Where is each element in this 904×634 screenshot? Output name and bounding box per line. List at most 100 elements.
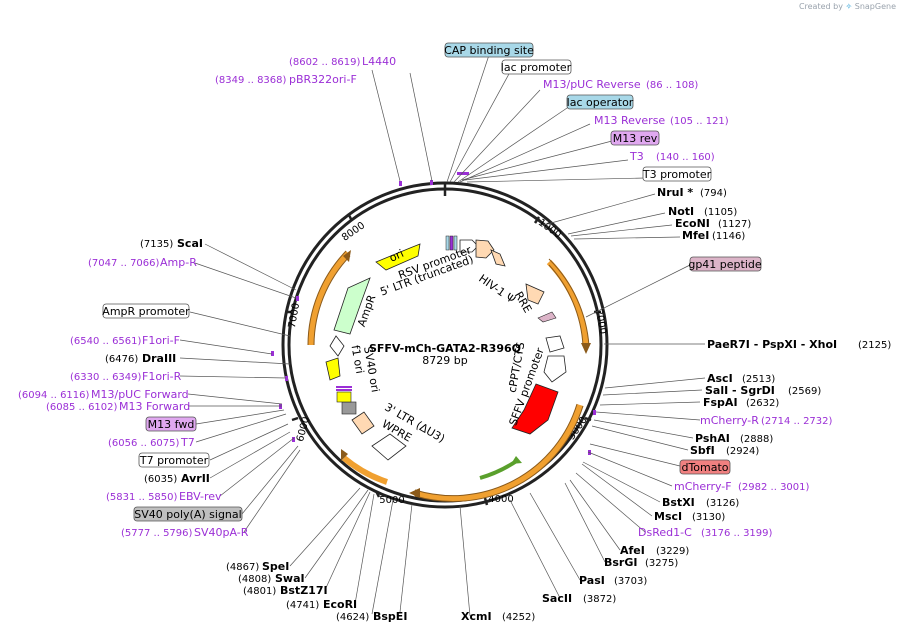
tick-label-7000: 7000 — [287, 302, 302, 329]
l4440-pos: (8602 .. 8619) — [289, 57, 361, 68]
sv40-polya-label: SV40 poly(A) signal — [134, 508, 241, 521]
wpre-shape — [371, 433, 407, 461]
f1ori-f-pos: (6540 .. 6561) — [70, 336, 142, 347]
brand-name: SnapGene — [854, 2, 896, 11]
amp-r-pos: (7047 .. 7066) — [88, 258, 160, 269]
site-avrii: AvrII — [181, 472, 210, 485]
dsred1-c-pos: (3176 .. 3199) — [701, 528, 773, 539]
sv40pa-r-pos: (5777 .. 5796) — [121, 528, 193, 539]
ebv-rev-label: EBV-rev — [179, 490, 222, 503]
site-bspei-pos: (4624) — [336, 612, 369, 623]
site-draiii-pos: (6476) — [105, 354, 138, 365]
m13-fwd-box — [145, 416, 197, 432]
tick-5000 — [374, 490, 381, 498]
lac-promoter-shape — [453, 235, 458, 251]
ltr3-shape — [351, 411, 375, 435]
site-xcmi-pos: (4252) — [502, 612, 535, 623]
site-scai-pos: (7135) — [140, 239, 173, 250]
ampr-promoter-box — [102, 303, 190, 319]
primer-tick-f1ori-r — [285, 376, 288, 381]
site-bstz17i-pos: (4801) — [243, 586, 276, 597]
orange-arc-left — [308, 250, 351, 346]
m13-rev-box — [610, 130, 660, 146]
site-bsrgi: BsrGI — [604, 556, 637, 569]
site-swai: SwaI — [275, 572, 305, 585]
hiv-psi-shape — [490, 249, 506, 267]
site-fspai: FspAI — [703, 396, 738, 409]
arrowhead-left — [343, 250, 351, 262]
tick-1000 — [533, 216, 541, 224]
site-bstxi-pos: (3126) — [706, 498, 739, 509]
primer-site-cluster — [336, 386, 352, 391]
orange-arc-arrowheads — [341, 250, 591, 498]
mcherry-f-pos: (2982 .. 3001) — [738, 482, 810, 493]
site-nrui-pos: (794) — [700, 188, 727, 199]
m13-puc-reverse-pos: (86 .. 108) — [646, 80, 698, 91]
site-bstxi: BstXI — [662, 496, 695, 509]
cap-binding-site-box — [444, 42, 534, 58]
site-sbfi-pos: (2924) — [726, 446, 759, 457]
site-mfei: MfeI — [682, 229, 709, 242]
tick-label-2000: 2000 — [593, 308, 608, 335]
site-sacii-pos: (3872) — [583, 594, 616, 605]
ebv-rev-pos: (5831 .. 5850) — [106, 492, 178, 503]
primer-tick-m13-fwd — [279, 404, 282, 409]
amp-r-label: Amp-R — [160, 256, 197, 269]
lac-promoter-label: lac promoter — [501, 61, 572, 74]
pbr322ori-f-pos: (8349 .. 8368) — [215, 75, 287, 86]
sv40-polya-shape — [341, 401, 357, 415]
t3-promoter-label: T3 promoter — [642, 168, 712, 181]
tick-4000 — [483, 497, 489, 506]
mcherry-r-label: mCherry-R — [700, 414, 759, 427]
ori-shape — [375, 243, 421, 271]
cap-site-shape — [445, 235, 450, 251]
ampr-promoter-label: AmpR promoter — [102, 305, 190, 318]
orange-arc-bottom — [414, 404, 583, 502]
site-sacii: SacII — [542, 592, 572, 605]
plasmid-length: 8729 bp — [422, 354, 467, 367]
site-xhoi-group: PaeR7I - PspXI - XhoI — [707, 338, 837, 351]
t7-promoter-label: T7 promoter — [139, 454, 209, 467]
m13-puc-forward-pos: (6094 .. 6116) — [18, 390, 90, 401]
cap-binding-site-label: CAP binding site — [444, 44, 534, 57]
site-swai-pos: (4808) — [238, 574, 271, 585]
t7-label: T7 — [180, 436, 195, 449]
t3-pos: (140 .. 160) — [656, 152, 715, 163]
top-labels: CAP binding site lac promoter M13/pUC Re… — [215, 42, 729, 182]
site-avrii-pos: (6035) — [144, 474, 177, 485]
dtomato-label: dTomato — [681, 461, 728, 474]
primer-tick-top-center — [430, 180, 433, 185]
mcherry-f-label: mCherry-F — [674, 480, 732, 493]
t3-promoter-box — [642, 166, 712, 182]
hiv-psi-label: HIV-1 Ψ — [476, 272, 518, 307]
rsv-promoter-shape — [459, 239, 479, 253]
f1-ori-label: f1 ori — [349, 344, 367, 375]
sffv-promoter-shape — [543, 355, 567, 383]
mcherry-gata2-shape — [511, 383, 559, 435]
arrowhead-right — [581, 343, 591, 354]
ebv-shape — [336, 391, 352, 403]
right-sites: NruI * (794) NotI (1105) EcoNI (1127) Mf… — [461, 186, 891, 623]
l4440-label: L4440 — [362, 55, 396, 68]
site-nrui: NruI * — [657, 186, 693, 199]
lac-operator-box — [566, 94, 634, 110]
rre-shape — [525, 283, 545, 305]
sv40pa-r-label: SV40pA-R — [194, 526, 249, 539]
m13-puc-reverse-label: M13/pUC Reverse — [543, 78, 641, 91]
sv40-ori-shape — [325, 357, 341, 381]
gp41-shape — [537, 311, 557, 323]
lac-operator-label: lac operator — [567, 96, 634, 109]
site-mfei-pos: (1146) — [712, 231, 745, 242]
created-by-text: Created by — [798, 2, 843, 11]
tick-3000 — [584, 416, 592, 422]
primer-tick-top-left — [399, 181, 402, 186]
f1ori-f-label: F1ori-F — [142, 334, 180, 347]
site-noti: NotI — [668, 205, 694, 218]
site-ecori-pos: (4741) — [286, 600, 319, 611]
site-spei: SpeI — [262, 560, 289, 573]
f1-ori-shape — [329, 335, 345, 357]
tick-label-8000: 8000 — [340, 220, 367, 244]
gp41-peptide-box — [689, 256, 762, 272]
f1ori-r-pos: (6330 .. 6349) — [70, 372, 142, 383]
